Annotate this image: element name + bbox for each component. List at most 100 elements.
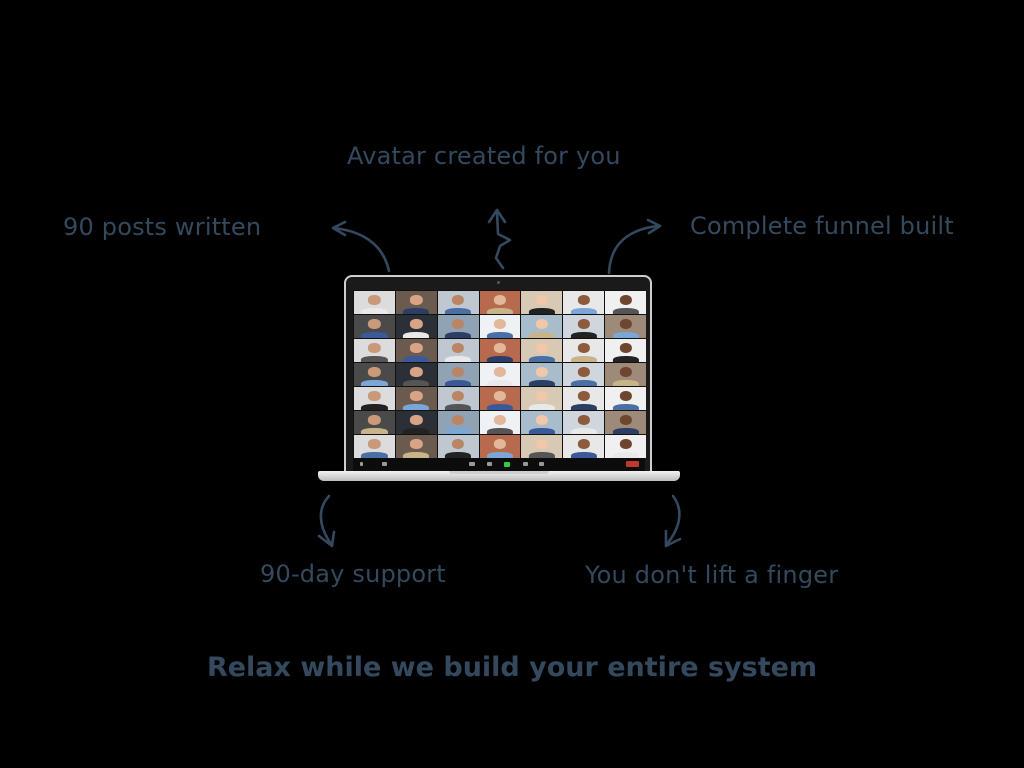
participant-tile[interactable]: [437, 315, 479, 338]
participant-tile[interactable]: [479, 315, 521, 338]
participant-tile[interactable]: [605, 411, 646, 434]
participant-tile[interactable]: [437, 435, 479, 458]
arrow-down-left-icon: [317, 494, 336, 548]
participant-face: [493, 295, 507, 306]
participant-tile[interactable]: [395, 339, 437, 362]
participant-tile[interactable]: [479, 387, 521, 410]
participant-face: [535, 367, 548, 378]
participant-body: [403, 356, 430, 362]
participant-tile[interactable]: [563, 291, 605, 314]
participant-body: [445, 428, 472, 434]
participant-tile[interactable]: [605, 339, 646, 362]
participant-tile[interactable]: [563, 339, 605, 362]
participant-face: [493, 391, 507, 402]
participant-face: [410, 415, 423, 426]
participant-tile[interactable]: [395, 435, 437, 458]
laptop-mockup: [318, 275, 680, 487]
participant-tile[interactable]: [563, 315, 605, 338]
participant-tile[interactable]: [521, 363, 563, 386]
participants-icon[interactable]: [469, 462, 475, 466]
participant-tile[interactable]: [479, 363, 521, 386]
participant-tile[interactable]: [354, 363, 395, 386]
participant-body: [528, 356, 555, 362]
participant-face: [410, 367, 423, 378]
participant-body: [486, 308, 514, 314]
participant-tile[interactable]: [437, 339, 479, 362]
participant-face: [577, 391, 590, 402]
participant-face: [368, 367, 381, 378]
participant-body: [528, 380, 555, 386]
participant-tile[interactable]: [395, 387, 437, 410]
participant-tile[interactable]: [563, 387, 605, 410]
participant-tile[interactable]: [479, 411, 521, 434]
reactions-icon[interactable]: [539, 462, 544, 466]
participant-tile[interactable]: [605, 435, 646, 458]
participant-tile[interactable]: [354, 411, 395, 434]
participant-tile[interactable]: [479, 339, 521, 362]
participant-tile[interactable]: [521, 291, 563, 314]
end-call-button[interactable]: [626, 461, 639, 467]
participant-body: [403, 404, 430, 410]
participant-body: [486, 404, 514, 410]
participant-body: [612, 308, 639, 314]
participant-tile[interactable]: [563, 363, 605, 386]
participant-body: [361, 332, 388, 338]
participant-face: [452, 415, 465, 426]
participant-body: [570, 356, 597, 362]
participant-face: [493, 367, 507, 378]
participant-body: [361, 452, 388, 458]
participant-face: [619, 343, 632, 354]
participant-face: [410, 319, 423, 330]
participant-face: [577, 343, 590, 354]
participant-face: [493, 415, 507, 426]
participant-tile[interactable]: [354, 435, 395, 458]
participant-tile[interactable]: [437, 411, 479, 434]
laptop-base: [318, 471, 680, 481]
chat-icon[interactable]: [487, 462, 492, 466]
participant-tile[interactable]: [605, 387, 646, 410]
share-screen-icon[interactable]: [504, 462, 510, 467]
participant-tile[interactable]: [395, 291, 437, 314]
participant-tile[interactable]: [479, 435, 521, 458]
participant-face: [535, 343, 548, 354]
participant-body: [445, 308, 472, 314]
participant-face: [535, 391, 548, 402]
participant-tile[interactable]: [563, 411, 605, 434]
participant-body: [361, 380, 388, 386]
participant-tile[interactable]: [521, 411, 563, 434]
participant-tile[interactable]: [605, 315, 646, 338]
participant-tile[interactable]: [605, 363, 646, 386]
participant-tile[interactable]: [521, 435, 563, 458]
participant-body: [528, 308, 555, 314]
participant-body: [445, 404, 472, 410]
participant-body: [570, 428, 597, 434]
label-posts-written: 90 posts written: [63, 213, 262, 241]
participant-tile[interactable]: [354, 315, 395, 338]
participant-tile[interactable]: [354, 387, 395, 410]
participant-body: [445, 332, 472, 338]
participant-tile[interactable]: [354, 291, 395, 314]
participant-face: [535, 319, 548, 330]
participant-face: [535, 295, 548, 306]
video-camera-icon[interactable]: [382, 462, 387, 466]
participant-tile[interactable]: [437, 387, 479, 410]
participant-tile[interactable]: [521, 339, 563, 362]
microphone-icon[interactable]: [360, 462, 363, 466]
participant-tile[interactable]: [354, 339, 395, 362]
participant-tile[interactable]: [395, 363, 437, 386]
label-day-support: 90-day support: [260, 560, 446, 588]
participant-tile[interactable]: [395, 411, 437, 434]
participant-face: [535, 415, 548, 426]
participant-tile[interactable]: [437, 291, 479, 314]
participant-tile[interactable]: [605, 291, 646, 314]
participant-body: [570, 308, 597, 314]
participant-tile[interactable]: [437, 363, 479, 386]
participant-tile[interactable]: [521, 315, 563, 338]
participant-tile[interactable]: [479, 291, 521, 314]
participant-tile[interactable]: [563, 435, 605, 458]
participant-tile[interactable]: [395, 315, 437, 338]
participant-face: [368, 439, 381, 450]
participant-body: [486, 380, 514, 386]
record-icon[interactable]: [523, 462, 528, 466]
participant-tile[interactable]: [521, 387, 563, 410]
